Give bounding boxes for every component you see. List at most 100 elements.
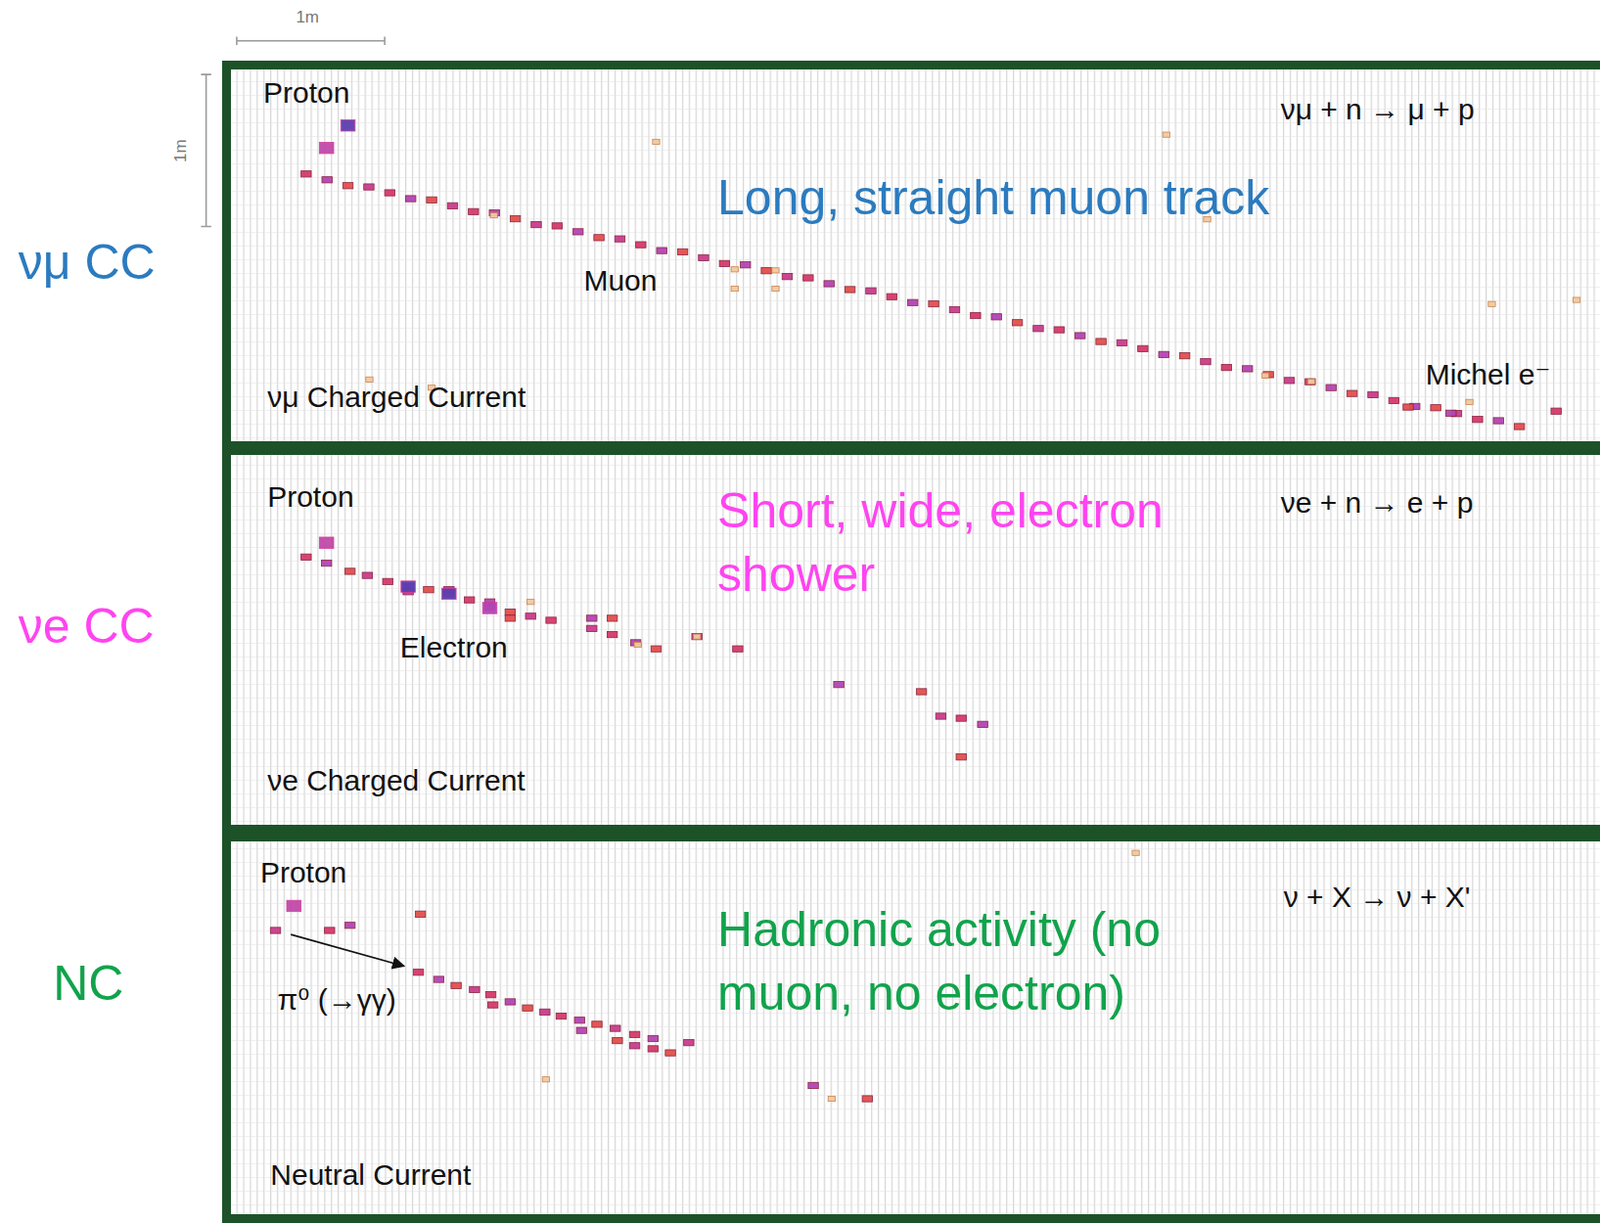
detector-hit bbox=[320, 559, 331, 566]
detector-hit bbox=[647, 1046, 658, 1052]
detector-hit bbox=[319, 141, 334, 153]
detector-hit bbox=[522, 1005, 533, 1011]
detector-hit bbox=[1307, 378, 1315, 384]
particle-label: Proton bbox=[260, 855, 347, 891]
detector-hit bbox=[574, 1017, 585, 1024]
detector-hit bbox=[412, 969, 423, 976]
detector-hit bbox=[656, 247, 667, 254]
detector-hit bbox=[1011, 320, 1022, 326]
detector-hit bbox=[691, 634, 702, 640]
detector-hit bbox=[527, 599, 535, 605]
signature-note: Long, straight muon track bbox=[717, 168, 1270, 228]
signature-note: Short, wide, electron shower bbox=[717, 479, 1188, 607]
detector-hit bbox=[647, 1035, 658, 1042]
detector-hit bbox=[610, 1025, 621, 1032]
detector-hit bbox=[636, 241, 646, 248]
detector-hit bbox=[1283, 377, 1294, 384]
detector-hit bbox=[1493, 417, 1504, 424]
detector-hit bbox=[1325, 384, 1336, 391]
detector-hit bbox=[482, 602, 498, 614]
detector-hit bbox=[684, 1040, 694, 1047]
detector-hit bbox=[719, 260, 730, 267]
particle-label: Proton bbox=[263, 75, 350, 111]
detector-hit bbox=[1132, 850, 1140, 856]
detector-hit bbox=[833, 682, 844, 688]
detector-hit bbox=[862, 1096, 872, 1102]
detector-hit bbox=[1430, 405, 1441, 412]
detector-hit bbox=[740, 262, 751, 269]
detector-hit bbox=[693, 634, 701, 640]
detector-hit bbox=[772, 268, 779, 274]
detector-hit bbox=[1075, 332, 1086, 339]
detector-hit bbox=[1465, 399, 1473, 405]
detector-hit bbox=[1551, 408, 1561, 414]
detector-hit bbox=[468, 208, 479, 215]
detector-hit bbox=[915, 688, 926, 695]
detector-cells bbox=[230, 69, 1600, 442]
detector-hit bbox=[551, 223, 562, 229]
scale-label: 1m bbox=[171, 138, 191, 163]
detector-hit bbox=[463, 596, 474, 603]
detector-hit bbox=[803, 274, 814, 281]
particle-label: Michel e⁻ bbox=[1425, 357, 1552, 393]
detector-hit bbox=[587, 625, 597, 632]
detector-hit bbox=[731, 267, 738, 273]
detector-hit bbox=[342, 182, 353, 189]
detector-hit bbox=[629, 1043, 640, 1050]
detector-hit bbox=[469, 986, 480, 993]
detector-cells bbox=[230, 455, 1600, 825]
detector-hit bbox=[781, 274, 792, 280]
detector-hit bbox=[1179, 352, 1189, 359]
detector-hit bbox=[956, 754, 966, 761]
detector-hit bbox=[490, 212, 498, 218]
particle-label: π⁰ (→γγ) bbox=[277, 982, 397, 1018]
detector-hit bbox=[321, 177, 332, 183]
detector-hit bbox=[401, 581, 416, 593]
detector-hit bbox=[540, 1008, 550, 1015]
detector-cells bbox=[230, 841, 1600, 1215]
detector-hit bbox=[576, 1027, 587, 1034]
detector-hit bbox=[546, 617, 556, 624]
detector-hit bbox=[991, 314, 1002, 320]
event-type-label: νμ CC bbox=[18, 232, 156, 292]
detector-hit bbox=[866, 287, 876, 294]
detector-hit bbox=[531, 221, 542, 228]
detector-hit bbox=[629, 1031, 640, 1038]
detector-hit bbox=[977, 721, 988, 728]
detector-hit bbox=[1096, 338, 1106, 345]
detector-hit bbox=[451, 982, 461, 989]
detector-hit bbox=[555, 1012, 566, 1019]
detector-hit bbox=[1138, 345, 1148, 352]
detector-hit bbox=[1203, 217, 1211, 223]
event-type-label: NC bbox=[52, 954, 124, 1013]
interaction-equation: ν + X → ν + X' bbox=[1283, 879, 1471, 915]
detector-hit bbox=[340, 120, 356, 132]
hit-layer bbox=[200, 37, 1580, 1103]
detector-hit bbox=[1305, 378, 1316, 385]
detector-hit bbox=[823, 280, 834, 287]
detector-hit bbox=[1116, 339, 1127, 346]
detector-hit bbox=[504, 999, 515, 1006]
detector-hit bbox=[1346, 390, 1357, 397]
detector-hit bbox=[414, 911, 425, 917]
leader-arrow bbox=[290, 934, 405, 966]
detector-hit bbox=[1513, 423, 1524, 430]
scale-bar bbox=[200, 37, 385, 228]
detector-hit bbox=[827, 1096, 835, 1101]
detector-hit bbox=[286, 900, 302, 912]
detector-hit bbox=[614, 235, 625, 242]
detector-hit bbox=[433, 976, 444, 983]
event-display-panel: νe CCProtonνe + n → e + pShort, wide, el… bbox=[222, 446, 1600, 834]
particle-label: Muon bbox=[583, 263, 657, 299]
panel-ground bbox=[230, 841, 1600, 1215]
panel-caption: νe Charged Current bbox=[267, 763, 525, 799]
detector-hit bbox=[1446, 410, 1457, 416]
event-type-label: νe CC bbox=[18, 596, 155, 656]
detector-hit bbox=[1221, 364, 1232, 370]
detector-hit bbox=[1488, 301, 1496, 307]
signature-note: Hadronic activity (no muon, no electron) bbox=[717, 898, 1188, 1026]
detector-hit bbox=[761, 268, 772, 275]
detector-hit bbox=[364, 183, 374, 190]
detector-hit bbox=[1368, 391, 1378, 398]
